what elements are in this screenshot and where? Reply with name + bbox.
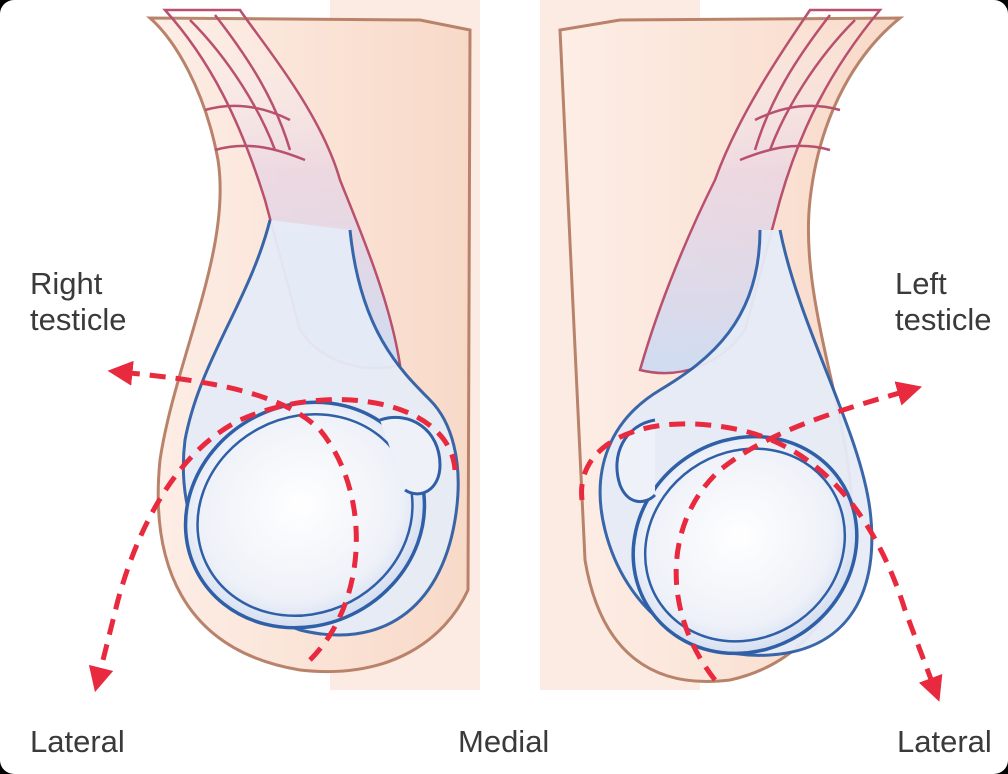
lateral-label-left: Lateral [30, 724, 125, 760]
medial-label: Medial [458, 724, 549, 760]
right-testicle-drawing [146, 10, 470, 672]
left-testicle-label: Left testicle [895, 266, 991, 338]
left-testicle-drawing [560, 10, 900, 697]
right-testicle-label: Right testicle [30, 266, 126, 338]
lateral-label-right: Lateral [897, 724, 992, 760]
